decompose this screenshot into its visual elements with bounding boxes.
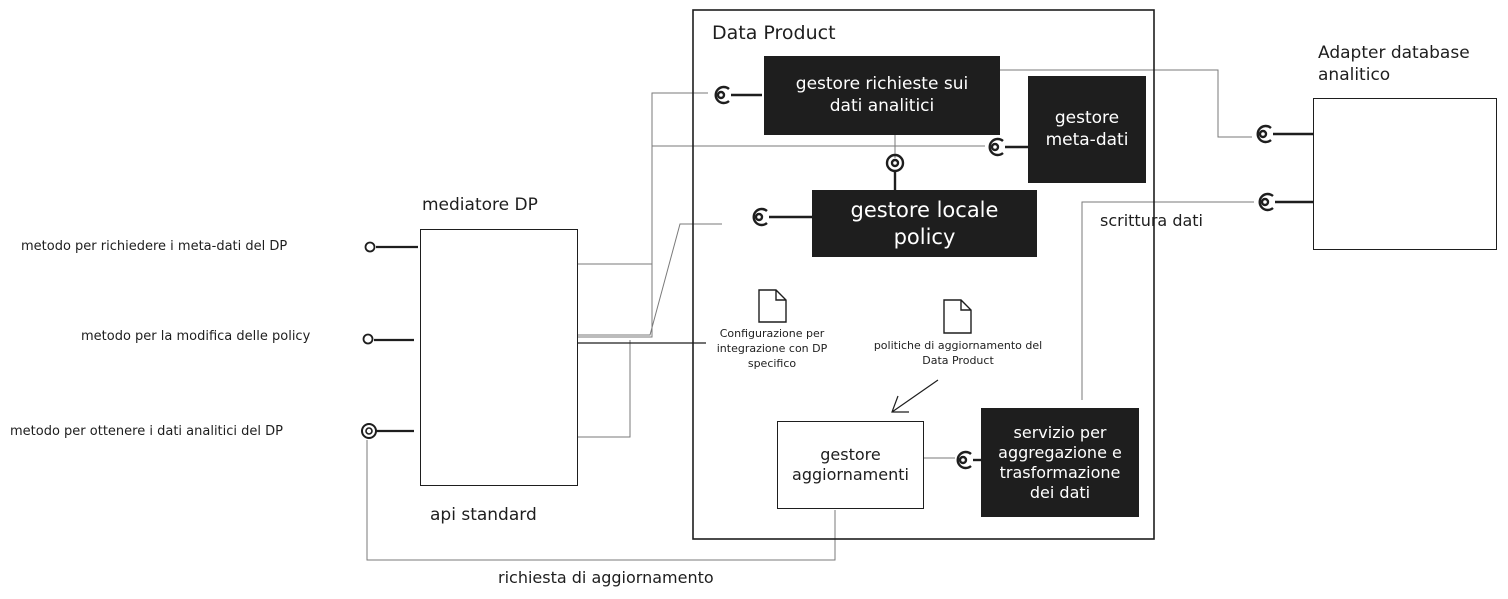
api-method-metadata: metodo per richiedere i meta-dati del DP — [21, 239, 288, 254]
arrow-icon — [891, 379, 939, 413]
connector-mediator-data — [578, 340, 631, 438]
update-manager-box: gestore aggiornamenti — [777, 421, 924, 509]
connector-aggregation-adapter — [1081, 201, 1254, 400]
document-icon — [943, 299, 972, 334]
data-product-container — [692, 9, 1155, 540]
aggregation-service-box: servizio per aggregazione e trasformazio… — [981, 408, 1139, 517]
policy-manager-box: gestore locale policy — [812, 190, 1037, 257]
adapter-box — [1313, 98, 1497, 250]
interface-socket-icon — [364, 241, 376, 253]
mediator-footer: api standard — [430, 505, 537, 525]
interface-socket-icon — [752, 207, 768, 227]
interface-socket-icon — [988, 137, 1004, 157]
connector-query-adapter — [1000, 69, 1252, 138]
interface-socket-icon — [1258, 192, 1274, 212]
connector-mediator-query — [578, 92, 708, 265]
metadata-manager-box: gestore meta-dati — [1028, 76, 1146, 183]
connector-mediator-metadata — [578, 145, 985, 338]
edge-label-write-data: scrittura dati — [1100, 211, 1203, 230]
edge-label-update-request: richiesta di aggiornamento — [498, 568, 714, 587]
mediator-title: mediatore DP — [422, 195, 538, 215]
api-method-data: metodo per ottenere i dati analitici del… — [10, 424, 283, 439]
interface-socket-icon — [714, 85, 730, 105]
data-product-title: Data Product — [712, 22, 836, 44]
update-policies-document-label: politiche di aggiornamento del Data Prod… — [873, 339, 1043, 367]
interface-socket-icon — [1256, 124, 1272, 144]
document-icon — [758, 289, 787, 323]
adapter-title: Adapter database analitico — [1318, 43, 1470, 86]
interface-socket-icon — [362, 333, 374, 345]
api-method-policy: metodo per la modifica delle policy — [81, 329, 311, 344]
config-document-label: Configurazione per integrazione con DP s… — [716, 327, 828, 370]
mediator-box — [420, 229, 578, 486]
interface-socket-icon — [956, 450, 972, 470]
connector-data-update — [366, 440, 836, 561]
connector-mediator-policy — [578, 223, 722, 336]
query-manager-box: gestore richieste sui dati analitici — [764, 56, 1000, 135]
